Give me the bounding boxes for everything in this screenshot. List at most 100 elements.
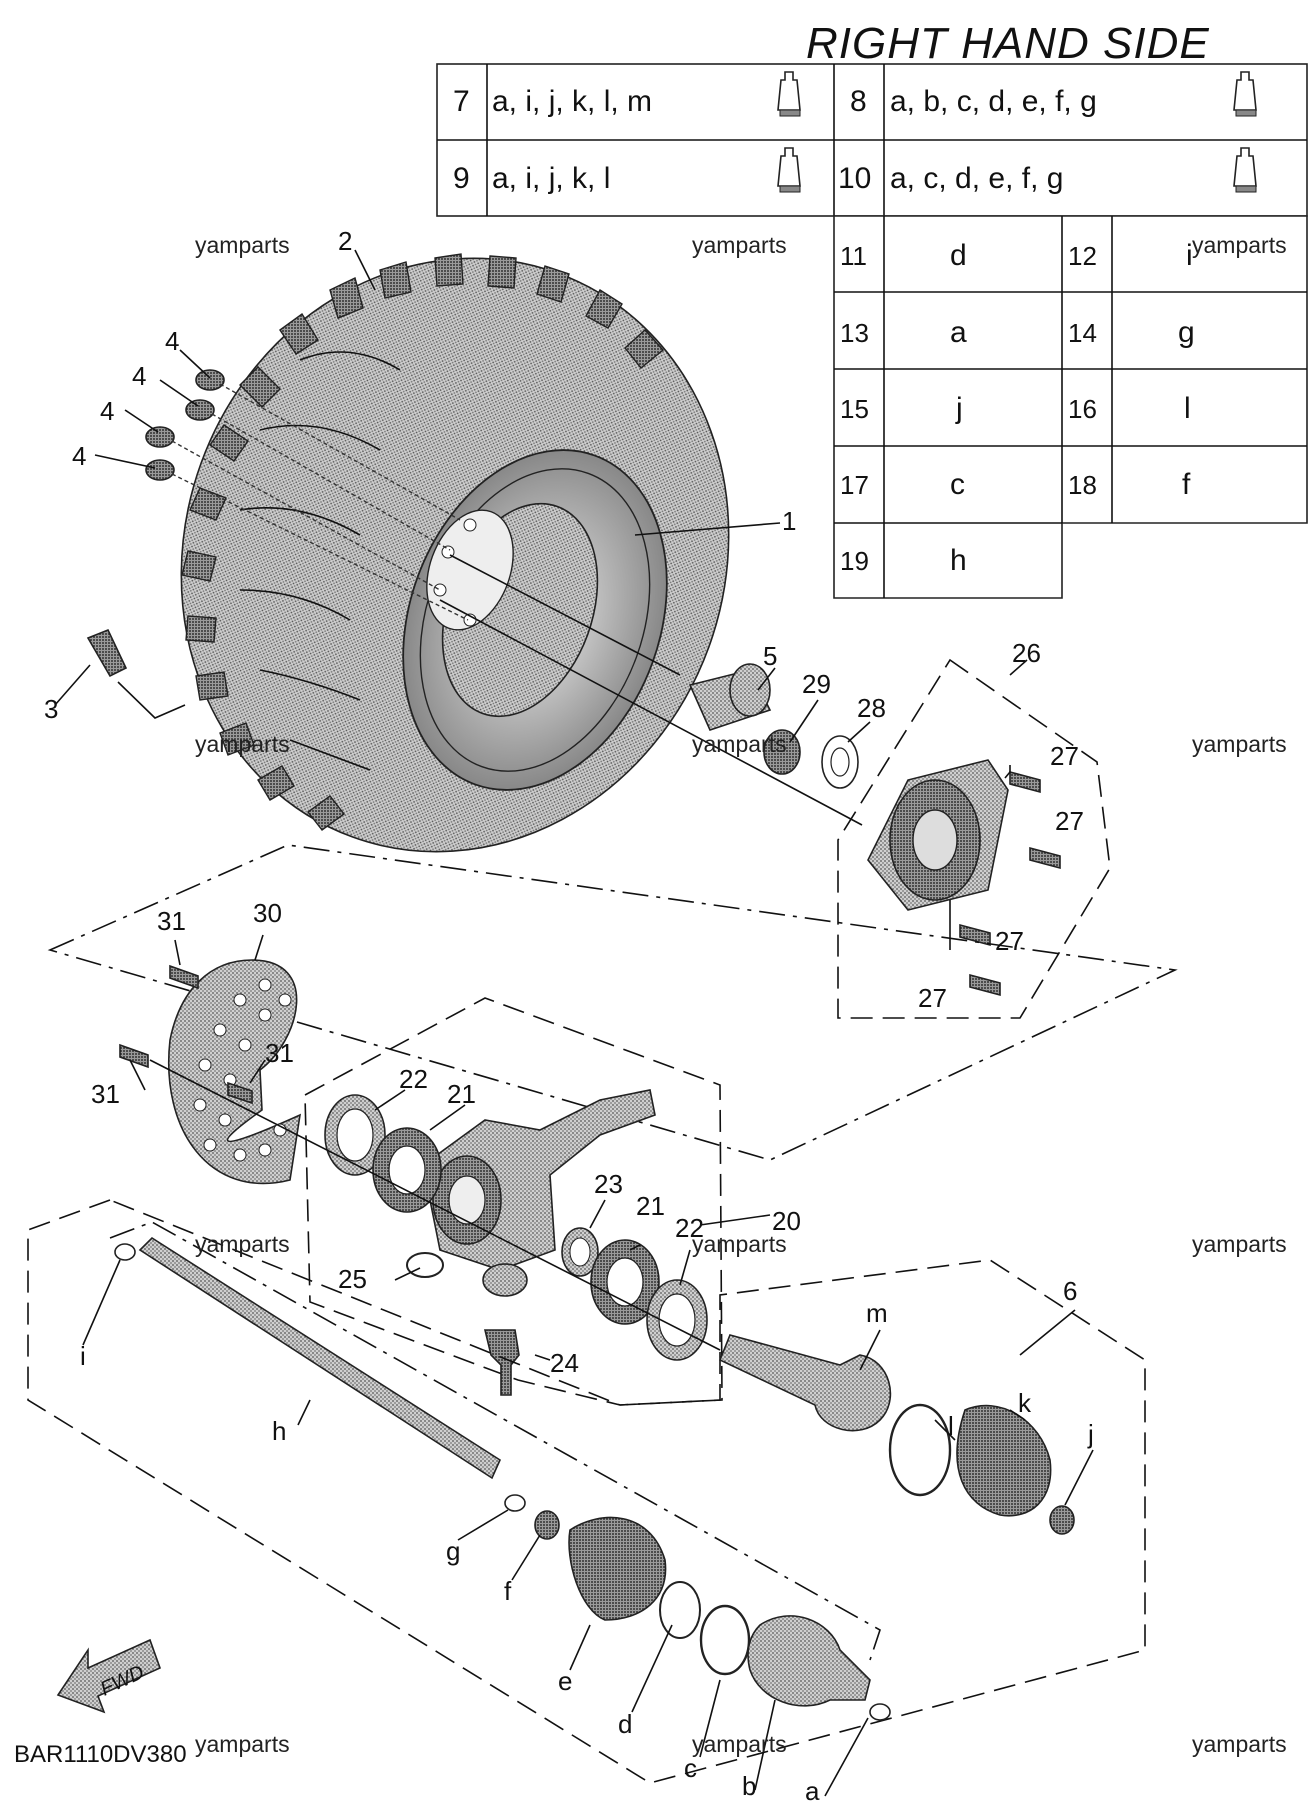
- ref-13-part: a: [950, 316, 967, 349]
- callout-d: d: [618, 1709, 632, 1739]
- callout-20: 20: [772, 1206, 801, 1236]
- callout-l: l: [948, 1411, 954, 1441]
- grease-ref-7: 7: [453, 85, 470, 118]
- callout-27: 27: [918, 983, 947, 1013]
- lug-nuts: [145, 369, 225, 481]
- callout-6: 6: [1063, 1276, 1077, 1306]
- callout-26: 26: [1012, 638, 1041, 668]
- callout-5: 5: [763, 641, 777, 671]
- ref-14-part: g: [1178, 316, 1195, 349]
- ref-15-part: j: [955, 392, 963, 425]
- grease-ref-9: 9: [453, 162, 470, 195]
- grease-table: 7 a, i, j, k, l, m 8 a, b, c, d, e, f, g…: [436, 63, 1308, 217]
- callout-j: j: [1087, 1419, 1094, 1449]
- leader-lines: [54, 249, 1094, 1797]
- hub-bolts: [949, 765, 1061, 997]
- ref-17-part: c: [950, 468, 965, 501]
- grease-parts-9: a, i, j, k, l: [492, 162, 610, 195]
- callout-4: 4: [100, 396, 114, 426]
- ref-19: 19: [840, 546, 869, 576]
- callout-29: 29: [802, 669, 831, 699]
- diagram-title: RIGHT HAND SIDE: [806, 19, 1210, 68]
- callout-c: c: [684, 1753, 697, 1783]
- ref-11-part: d: [950, 239, 967, 272]
- circlip-balljoint: [406, 1252, 528, 1396]
- callout-3: 3: [44, 694, 58, 724]
- ref-18-part: f: [1182, 468, 1191, 501]
- grease-parts-10: a, c, d, e, f, g: [890, 162, 1063, 195]
- ref-15: 15: [840, 394, 869, 424]
- callout-1: 1: [782, 506, 796, 536]
- ref-17: 17: [840, 470, 869, 500]
- callout-23: 23: [594, 1169, 623, 1199]
- watermark: yamparts: [692, 1231, 787, 1257]
- callout-25: 25: [338, 1264, 367, 1294]
- ref-19-part: h: [950, 544, 967, 577]
- callout-h: h: [272, 1416, 286, 1446]
- ref-18: 18: [1068, 470, 1097, 500]
- fwd-arrow-icon: FWD: [56, 1638, 162, 1714]
- callout-27: 27: [995, 926, 1024, 956]
- callout-27: 27: [1050, 741, 1079, 771]
- callouts: 2 4 4 4 4 3 1 5 29 28 26 27 27 27 27 30 …: [44, 226, 1094, 1803]
- callout-21: 21: [447, 1079, 476, 1109]
- callout-m: m: [866, 1298, 888, 1328]
- valve-stem: [86, 628, 186, 719]
- diagram-code: BAR1110DV380: [14, 1741, 187, 1768]
- grease-tube-icon: [1233, 147, 1257, 193]
- ref-16: 16: [1068, 394, 1097, 424]
- hub-spacers: [688, 663, 859, 789]
- callout-31: 31: [157, 906, 186, 936]
- shaft-h: [138, 1236, 502, 1480]
- watermark: yamparts: [692, 232, 787, 258]
- callout-30: 30: [253, 898, 282, 928]
- callout-4: 4: [72, 441, 86, 471]
- grease-tube-icon: [777, 147, 801, 193]
- grease-ref-10: 10: [838, 162, 871, 195]
- watermark: yamparts: [195, 1731, 290, 1757]
- grease-ref-8: 8: [850, 85, 867, 118]
- callout-28: 28: [857, 693, 886, 723]
- callout-b: b: [742, 1771, 756, 1801]
- ref-11: 11: [840, 241, 867, 271]
- watermark: yamparts: [1192, 1231, 1287, 1257]
- grease-parts-8: a, b, c, d, e, f, g: [890, 85, 1097, 118]
- watermark: yamparts: [1192, 1731, 1287, 1757]
- callout-k: k: [1018, 1388, 1032, 1418]
- driveshaft-outline: [27, 1199, 1146, 1784]
- ref-13: 13: [840, 318, 869, 348]
- watermark: yamparts: [195, 232, 290, 258]
- disc-plane-outline: [47, 844, 1178, 1161]
- tire-wheel: [180, 253, 730, 853]
- callout-a: a: [805, 1776, 820, 1803]
- watermark: yamparts: [1192, 731, 1287, 757]
- callout-27: 27: [1055, 806, 1084, 836]
- reference-table: 11 d 12 i 13 a 14 g 15 j 16 l 17 c 18 f …: [833, 215, 1308, 599]
- disc-bolts: [119, 964, 253, 1105]
- callout-22: 22: [675, 1213, 704, 1243]
- callout-21: 21: [636, 1191, 665, 1221]
- watermark: yamparts: [195, 1231, 290, 1257]
- callout-22: 22: [399, 1064, 428, 1094]
- hub-group-outline: [837, 658, 1111, 1019]
- watermark: yamparts: [1192, 232, 1287, 258]
- callout-31: 31: [265, 1038, 294, 1068]
- brake-disc: [168, 959, 302, 1185]
- ref-14: 14: [1068, 318, 1097, 348]
- ref-12: 12: [1068, 241, 1097, 271]
- knuckle-bearings: [324, 1094, 708, 1361]
- watermark: yamparts: [195, 731, 290, 757]
- watermark: yamparts: [692, 1731, 787, 1757]
- callout-4: 4: [165, 326, 179, 356]
- grease-tube-icon: [1233, 71, 1257, 117]
- watermark: yamparts: [692, 731, 787, 757]
- watermarks: yamparts yamparts yamparts yamparts yamp…: [195, 232, 1287, 1757]
- grease-parts-7: a, i, j, k, l, m: [492, 85, 652, 118]
- driveshaft-axis: [109, 1221, 881, 1661]
- callout-31: 31: [91, 1079, 120, 1109]
- ref-12-part: i: [1186, 239, 1193, 272]
- wheel-hub: [867, 759, 1009, 911]
- grease-tube-icon: [777, 71, 801, 117]
- ref-16-part: l: [1184, 392, 1191, 425]
